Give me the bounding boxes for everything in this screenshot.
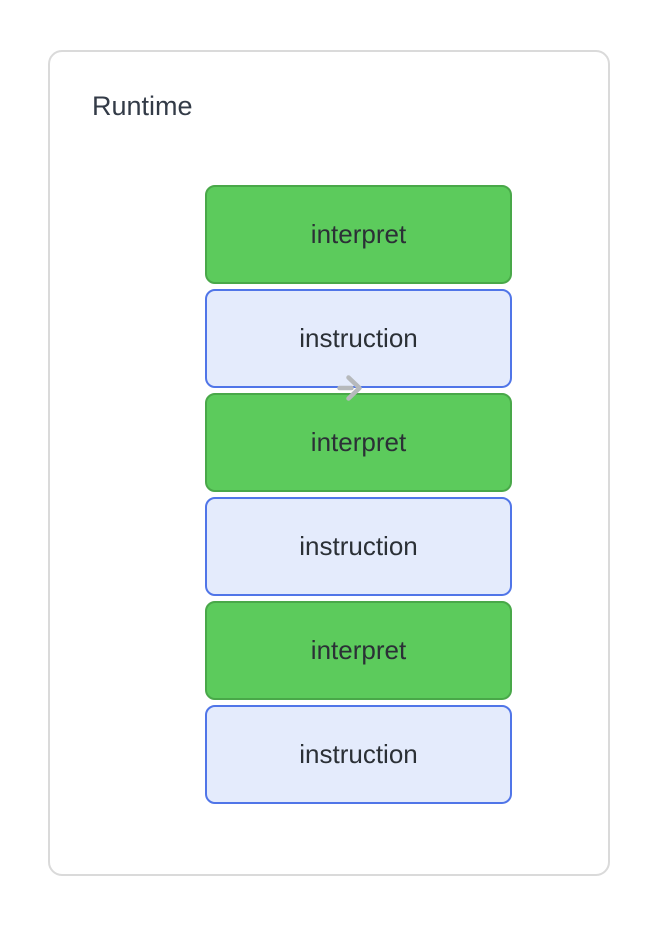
runtime-label: Runtime xyxy=(92,91,193,121)
instruction-block: instruction xyxy=(205,289,512,388)
runtime-container: Runtime interpret instruction interpret … xyxy=(48,50,610,876)
interpret-block: interpret xyxy=(205,185,512,284)
interpret-block: interpret xyxy=(205,601,512,700)
instruction-block: instruction xyxy=(205,705,512,804)
instruction-block: instruction xyxy=(205,497,512,596)
block-stack: interpret instruction interpret instruct… xyxy=(205,185,512,804)
interpret-block: interpret xyxy=(205,393,512,492)
